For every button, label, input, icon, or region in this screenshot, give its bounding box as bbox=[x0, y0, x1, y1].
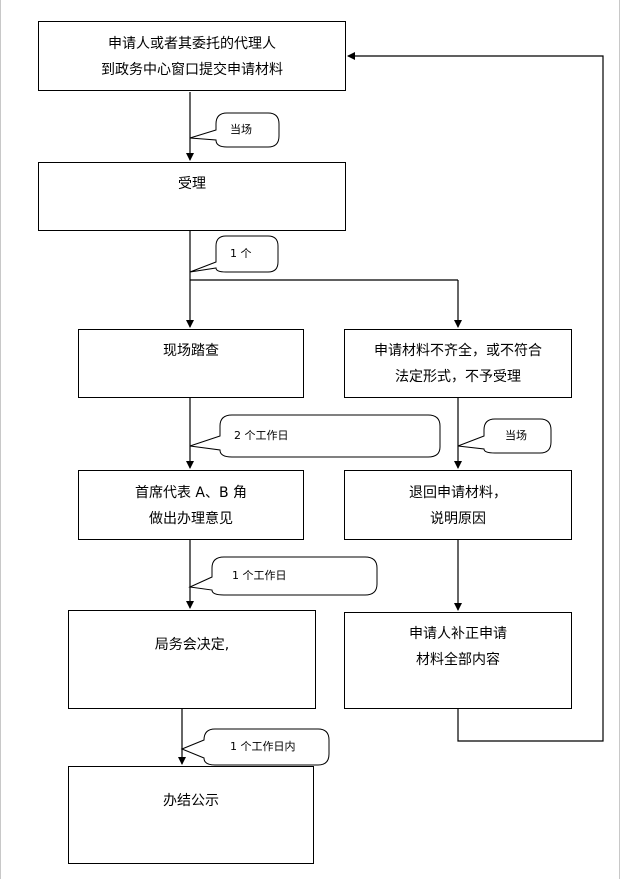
callout-shape-1 bbox=[189, 112, 280, 148]
callout-shape-4 bbox=[457, 418, 552, 454]
callout-shape-5 bbox=[188, 556, 378, 596]
callout-on-the-spot-1: 当场 bbox=[230, 123, 252, 136]
node-reject-line2: 法定形式，不予受理 bbox=[395, 369, 521, 385]
node-bureau-decision: 局务会决定, bbox=[68, 610, 316, 709]
node-accept: 受理 bbox=[38, 162, 346, 231]
node-return-materials: 退回申请材料， 说明原因 bbox=[344, 470, 572, 540]
node-apply-line2: 到政务中心窗口提交申请材料 bbox=[101, 62, 283, 78]
node-supplement: 申请人补正申请 材料全部内容 bbox=[344, 612, 572, 709]
arrow-loop-back bbox=[347, 52, 604, 742]
node-reject: 申请材料不齐全，或不符合 法定形式，不予受理 bbox=[344, 329, 572, 398]
callout-one-workday: 1 个工作日 bbox=[232, 569, 287, 582]
node-accept-label: 受理 bbox=[178, 176, 206, 192]
callout-two-workdays: 2 个工作日 bbox=[234, 429, 289, 442]
callout-on-the-spot-2: 当场 bbox=[505, 429, 527, 442]
callout-one-unit: 1 个 bbox=[230, 247, 252, 260]
callout-shape-3 bbox=[189, 414, 441, 458]
node-supplement-line1: 申请人补正申请 bbox=[409, 626, 507, 642]
node-publish: 办结公示 bbox=[68, 766, 314, 864]
node-reject-line1: 申请材料不齐全，或不符合 bbox=[374, 343, 542, 359]
node-return-line2: 说明原因 bbox=[430, 511, 486, 527]
node-decide-label: 局务会决定, bbox=[154, 637, 230, 653]
node-opinion-line2: 做出办理意见 bbox=[149, 511, 233, 527]
node-supplement-line2: 材料全部内容 bbox=[416, 652, 500, 668]
callout-within-one-workday: 1 个工作日内 bbox=[230, 740, 296, 753]
node-apply-line1: 申请人或者其委托的代理人 bbox=[108, 36, 276, 52]
node-inspect-label: 现场踏查 bbox=[163, 343, 219, 359]
callout-shape-2 bbox=[189, 235, 279, 273]
node-return-line1: 退回申请材料， bbox=[409, 485, 507, 501]
node-opinion-line1: 首席代表 A、B 角 bbox=[134, 485, 248, 501]
node-chief-opinion: 首席代表 A、B 角 做出办理意见 bbox=[78, 470, 304, 540]
node-site-inspection: 现场踏查 bbox=[78, 329, 304, 398]
node-publish-label: 办结公示 bbox=[163, 793, 219, 809]
node-apply-materials: 申请人或者其委托的代理人 到政务中心窗口提交申请材料 bbox=[38, 21, 346, 91]
callout-shape-6 bbox=[180, 728, 330, 766]
